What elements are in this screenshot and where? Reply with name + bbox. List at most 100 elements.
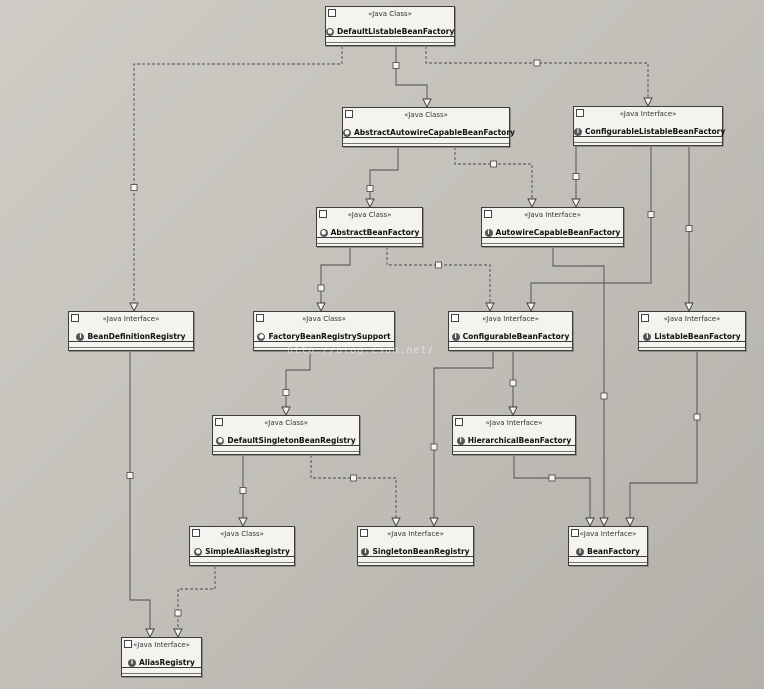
connector-handle-icon [350,474,357,482]
connector-handle-icon [509,379,517,387]
methods-compartment [190,563,294,568]
interface-icon: I [576,548,585,556]
generalization-arrowhead [625,517,635,528]
generalization-arrowhead [173,628,183,639]
methods-compartment [343,144,509,149]
edge-default-singleton-bean-registry-to-simple-alias-registry [238,455,248,528]
edge-configurable-listable-bean-factory-to-autowire-capable-bean-factory [571,146,581,209]
connector-handle-icon [572,173,580,180]
uml-node-abstract-bean-factory[interactable]: «Java Class»●AbstractBeanFactory [316,207,423,247]
node-name: BeanFactory [587,547,640,556]
generalization-arrowhead [485,302,495,313]
node-name: AbstractAutowireCapableBeanFactory [354,128,515,137]
node-stereotype: «Java Class» [302,315,346,323]
element-tag-icon [215,418,223,426]
generalization-arrowhead [684,302,694,313]
attributes-compartment [453,446,575,452]
interface-icon: I [456,437,465,445]
attributes-compartment [569,557,647,563]
interface-icon: I [361,548,370,556]
node-name: FactoryBeanRegistrySupport [268,332,391,341]
attributes-compartment [482,238,623,244]
node-stereotype: «Java Interface» [524,211,581,219]
node-title: ●FactoryBeanRegistrySupport [257,330,391,343]
node-title: ●SimpleAliasRegistry [194,545,290,558]
node-name: DefaultListableBeanFactory [337,27,455,36]
class-icon: ● [257,333,266,341]
connector-handle-icon [435,261,442,269]
uml-node-simple-alias-registry[interactable]: «Java Class» ●SimpleAliasRegistry [189,526,295,566]
element-tag-icon [328,9,336,17]
node-stereotype: «Java Class» [220,530,264,538]
generalization-arrowhead [429,517,439,528]
generalization-arrowhead [643,97,653,108]
connector-handle-icon [239,487,247,494]
interface-icon: I [643,333,652,341]
generalization-arrowhead [365,198,375,209]
node-header: «Java Class»●DefaultSingletonBeanRegistr… [213,416,359,446]
attributes-compartment [190,557,294,563]
element-tag-icon [451,314,459,322]
node-header: «Java Class» ●FactoryBeanRegistrySupport [254,312,394,342]
element-tag-icon [360,529,368,537]
element-tag-icon [576,109,584,117]
edge-abstract-bean-factory-to-configurable-bean-factory [386,247,495,313]
connector-handle-icon [126,472,134,479]
generalization-arrowhead [422,98,432,109]
element-tag-icon [571,529,579,537]
generalization-arrowhead [571,198,581,209]
attributes-compartment [449,342,572,348]
methods-compartment [449,348,572,353]
node-stereotype: «Java Interface» [663,315,721,323]
uml-node-default-listable-bean-factory[interactable]: «Java Class»●DefaultListableBeanFactory [325,6,455,46]
uml-node-factory-bean-registry-support[interactable]: «Java Class» ●FactoryBeanRegistrySupport [253,311,395,351]
node-header: «Java Class»●AbstractBeanFactory [317,208,422,238]
edge-autowire-capable-bean-factory-to-bean-factory [552,247,609,528]
element-tag-icon [192,529,200,537]
methods-compartment [574,143,722,148]
node-stereotype: «Java Interface» [102,315,160,323]
connector-handle-icon [282,389,290,396]
uml-node-abstract-autowire-capable-bean-factory[interactable]: «Java Class»●AbstractAutowireCapableBean… [342,107,515,149]
connector-handle-icon [130,184,138,191]
attributes-compartment [254,342,394,348]
edge-configurable-listable-bean-factory-to-listable-bean-factory [684,146,694,313]
uml-node-default-singleton-bean-registry[interactable]: «Java Class»●DefaultSingletonBeanRegistr… [212,415,360,455]
node-name: ConfigurableListableBeanFactory [585,127,726,136]
attributes-compartment [317,238,422,244]
node-stereotype: «Java Class» [368,10,412,18]
methods-compartment [69,348,193,353]
interface-icon: I [76,333,85,341]
connector-handle-icon [317,284,325,292]
methods-compartment [213,452,359,457]
attributes-compartment [326,37,454,43]
edge-configurable-bean-factory-to-hierarchical-bean-factory [508,351,518,417]
edge-default-listable-bean-factory-to-configurable-listable-bean-factory [425,46,653,108]
edge-default-listable-bean-factory-to-abstract-autowire-capable-bean-factory [392,46,432,109]
node-stereotype: «Java Class» [404,111,448,119]
element-tag-icon [319,210,327,218]
node-title: ●AbstractBeanFactory [319,226,419,239]
node-header: «Java Class» ●SimpleAliasRegistry [190,527,294,557]
